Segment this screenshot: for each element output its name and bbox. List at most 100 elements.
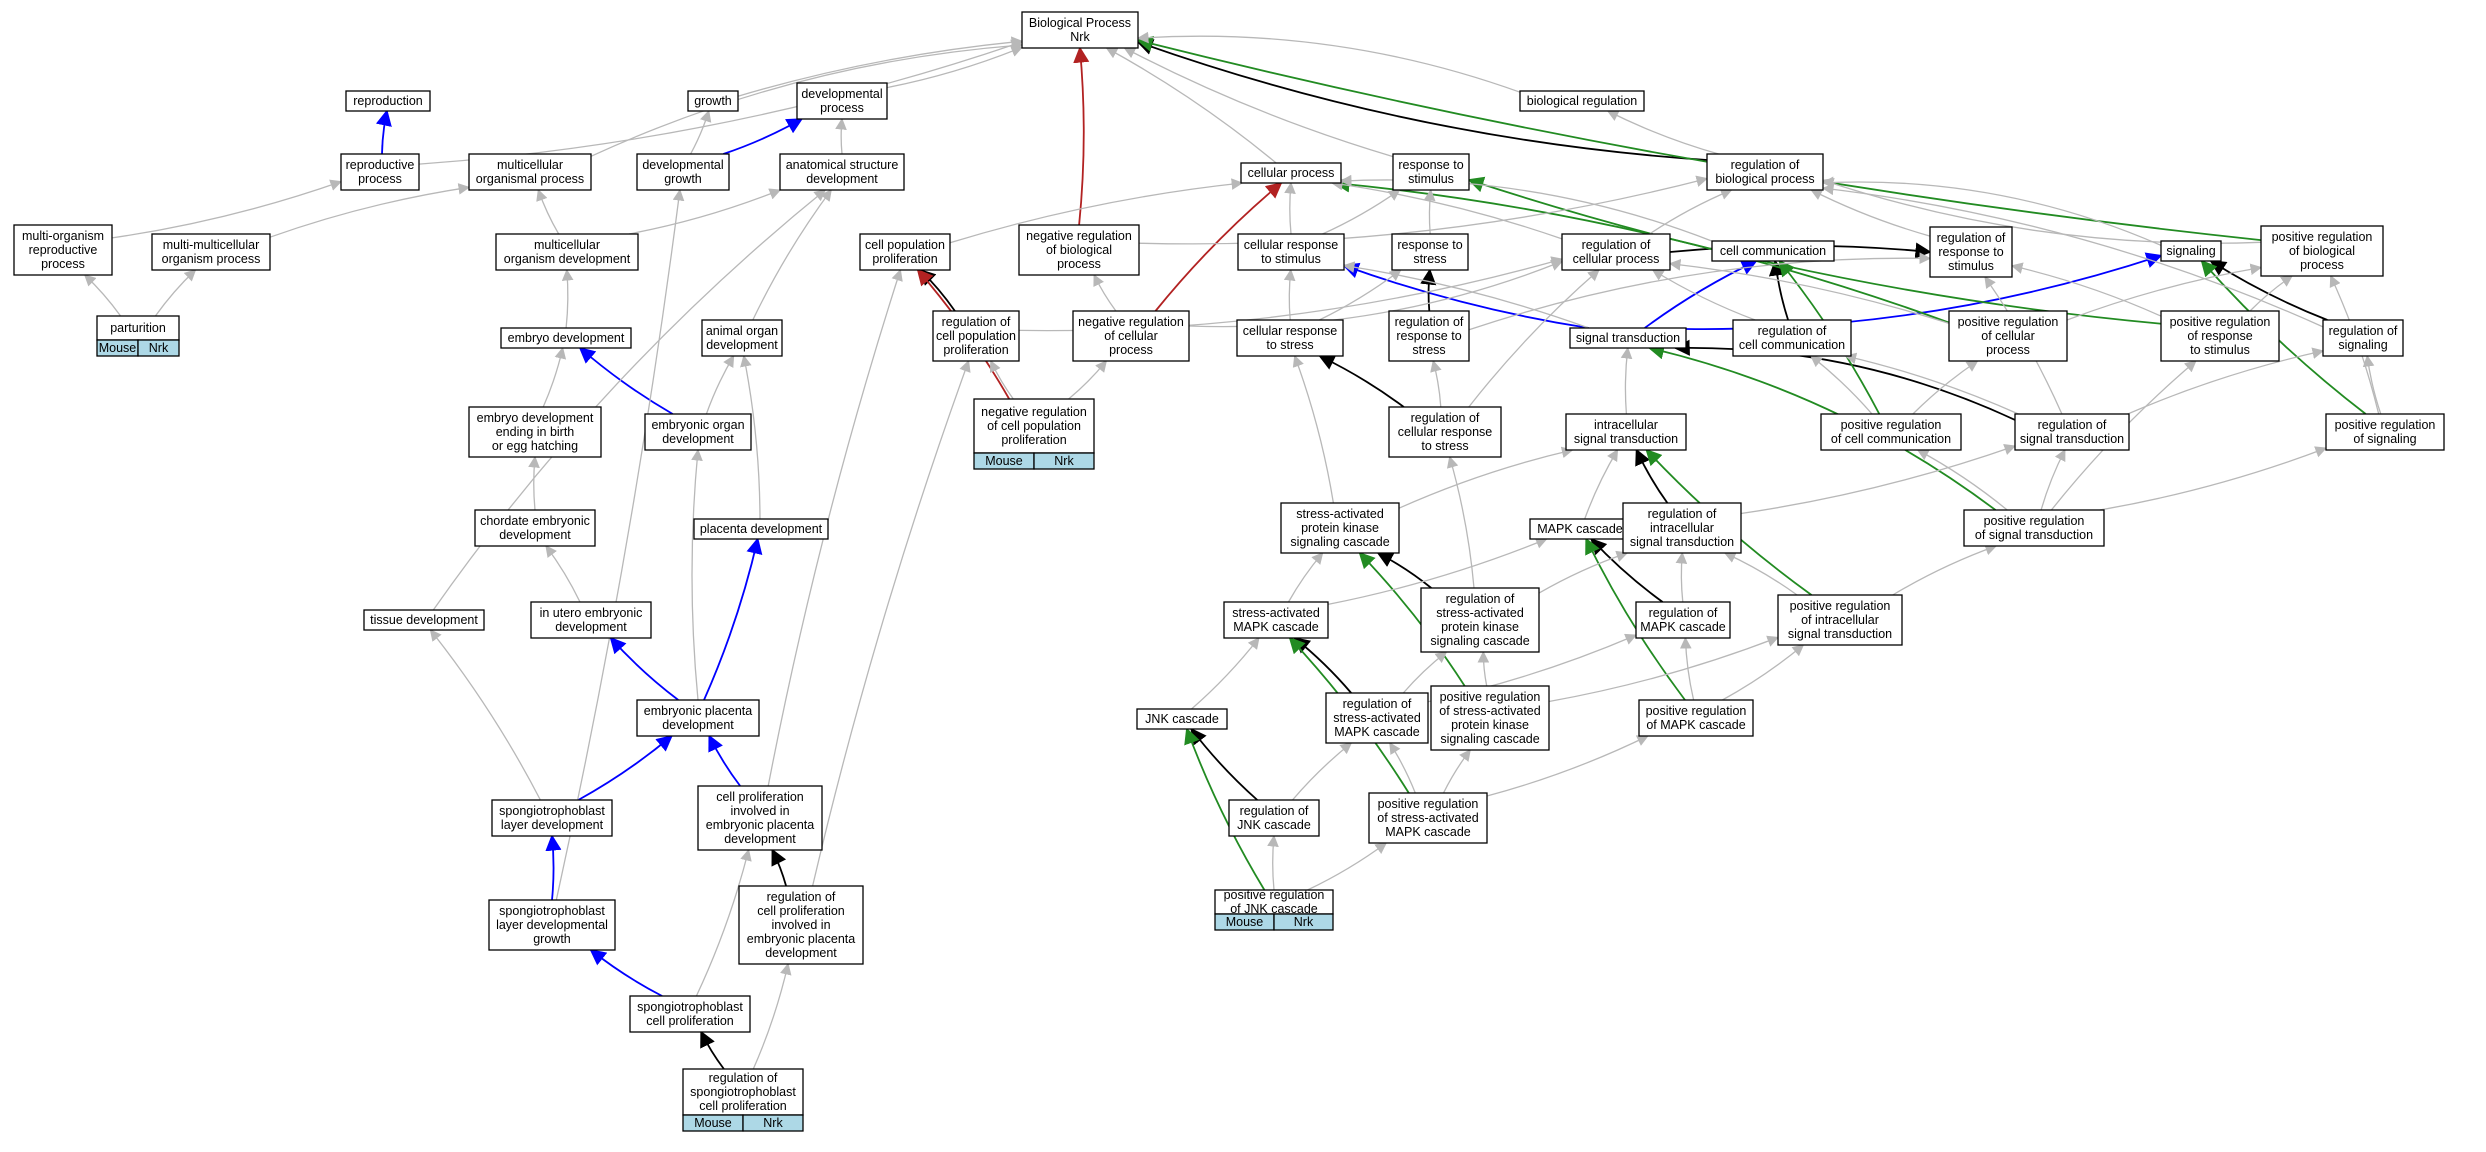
go-term-node-cellcomm[interactable]: cell communication: [1711, 240, 1835, 262]
go-term-node-signaling[interactable]: signaling: [2160, 240, 2222, 262]
edge-regcellpop-to-cellpopprolif: [919, 268, 956, 312]
go-term-node-placentadev[interactable]: placenta development: [693, 518, 829, 540]
go-term-node-reproduction[interactable]: reproduction: [345, 90, 431, 112]
go-term-node-growth[interactable]: growth: [687, 90, 739, 112]
edge-regsapk-to-regintra: [1538, 550, 1629, 594]
node-label-line: process: [2300, 258, 2344, 272]
edge-devproc-to-bp: [886, 45, 1024, 89]
node-label-line: positive regulation: [1440, 690, 1541, 704]
go-term-node-cellproc[interactable]: cellular process: [1240, 162, 1342, 184]
go-term-node-bioreg[interactable]: biological regulation: [1519, 90, 1645, 112]
node-box: [1777, 594, 1903, 646]
edge-cellproc-to-bp: [1105, 47, 1277, 164]
edge-regsigtrans-to-sigtrans: [1673, 339, 2016, 421]
go-term-node-jnk[interactable]: JNK cascade: [1136, 708, 1228, 730]
node-label-line: signal transduction: [1788, 627, 1892, 641]
node-label-line: spongiotrophoblast: [499, 904, 605, 918]
go-term-node-mapk[interactable]: MAPK cascade: [1529, 518, 1631, 540]
node-box: [468, 406, 602, 458]
node-label-line: development: [765, 946, 837, 960]
node-box: [697, 785, 823, 851]
go-term-node-tissuedev[interactable]: tissue development: [363, 609, 485, 631]
node-label-line: of MAPK cascade: [1646, 718, 1745, 732]
edge-posregmapk-to-regmapk: [1679, 636, 1695, 701]
node-label-line: placenta development: [700, 522, 823, 536]
edge-posregbio-to-bp: [1136, 35, 2262, 241]
node-label-line: development: [499, 528, 571, 542]
node-label-line: reproduction: [353, 94, 423, 108]
node-label-line: regulation of: [1343, 697, 1412, 711]
node-box: [693, 518, 829, 540]
node-label-line: cell proliferation: [699, 1099, 787, 1113]
go-term-node-embryodev[interactable]: embryo development: [500, 327, 632, 349]
node-box: [701, 319, 783, 357]
go-term-node-sigtrans[interactable]: signal transduction: [1569, 327, 1687, 349]
edge-posregsamapk-to-posregsapk: [1442, 749, 1471, 794]
node-label-line: organism development: [504, 252, 631, 266]
edge-regbio-to-bp: [1136, 39, 1708, 161]
node-label-line: cell proliferation: [757, 904, 845, 918]
edge-embryohatch-to-embryodev: [542, 346, 567, 408]
node-label-line: multi-multicellular: [163, 238, 260, 252]
node-label-line: process: [358, 172, 402, 186]
